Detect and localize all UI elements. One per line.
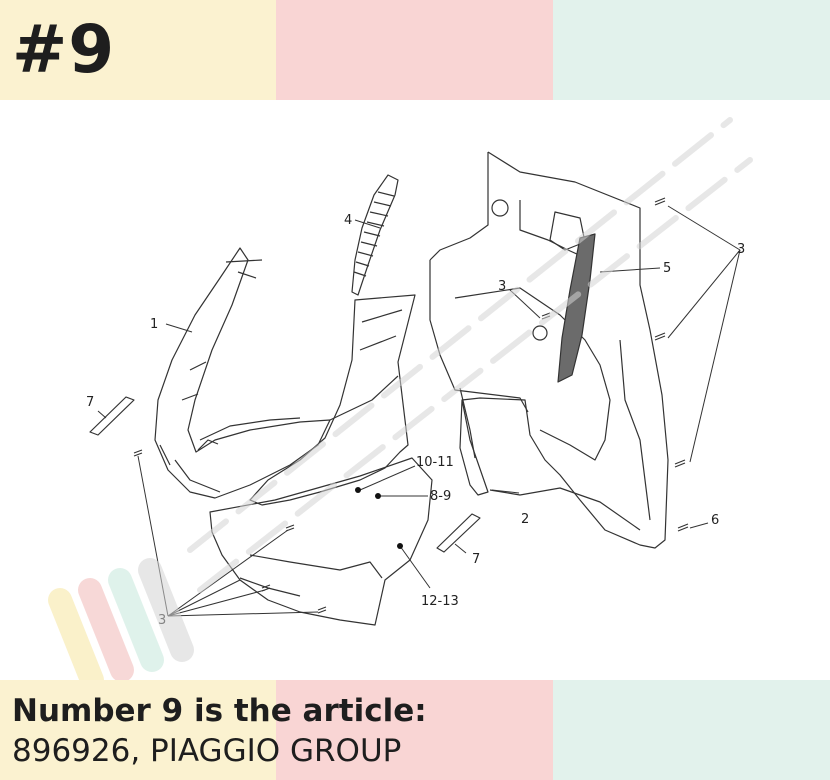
lower-front-cover (209, 457, 433, 626)
callout-6: 6 (711, 513, 719, 528)
header-band (0, 0, 830, 100)
front-shield-frame (154, 247, 331, 499)
header-band-pink (276, 0, 553, 100)
callout-7-right: 7 (472, 552, 480, 567)
callout-7-left: 7 (86, 395, 94, 410)
part-number-label: #9 (12, 11, 116, 88)
header-band-yellow (0, 0, 276, 100)
callout-1: 1 (150, 317, 158, 332)
callout-3-left: 3 (158, 613, 166, 628)
header-band-mint (553, 0, 830, 100)
exploded-parts-diagram: 1 2 3 3 3 4 5 6 7 7 8-9 10-11 12-13 (0, 100, 830, 680)
callout-4: 4 (344, 213, 352, 228)
front-panel (249, 294, 416, 506)
screw-fasteners (133, 197, 689, 614)
callout-10-11: 10-11 (416, 455, 454, 470)
footer-band-mint (553, 680, 830, 780)
air-grille (351, 174, 399, 296)
footer-band-pink (276, 680, 553, 780)
trim-strip-left (89, 396, 135, 436)
article-headline: Number 9 is the article: (12, 693, 427, 729)
footer-band-yellow (0, 680, 276, 780)
side-filler-panel (557, 233, 596, 383)
callout-8-9: 8-9 (430, 489, 451, 504)
callout-2: 2 (521, 512, 529, 527)
footer-band (0, 680, 830, 780)
callout-3-center: 3 (498, 279, 506, 294)
article-code: 896926, PIAGGIO GROUP (12, 733, 402, 769)
callout-3-right: 3 (737, 242, 745, 257)
callout-5: 5 (663, 261, 671, 276)
leader-lines (97, 205, 741, 617)
leg-shield-inner-panel (429, 151, 669, 549)
callout-12-13: 12-13 (421, 594, 459, 609)
